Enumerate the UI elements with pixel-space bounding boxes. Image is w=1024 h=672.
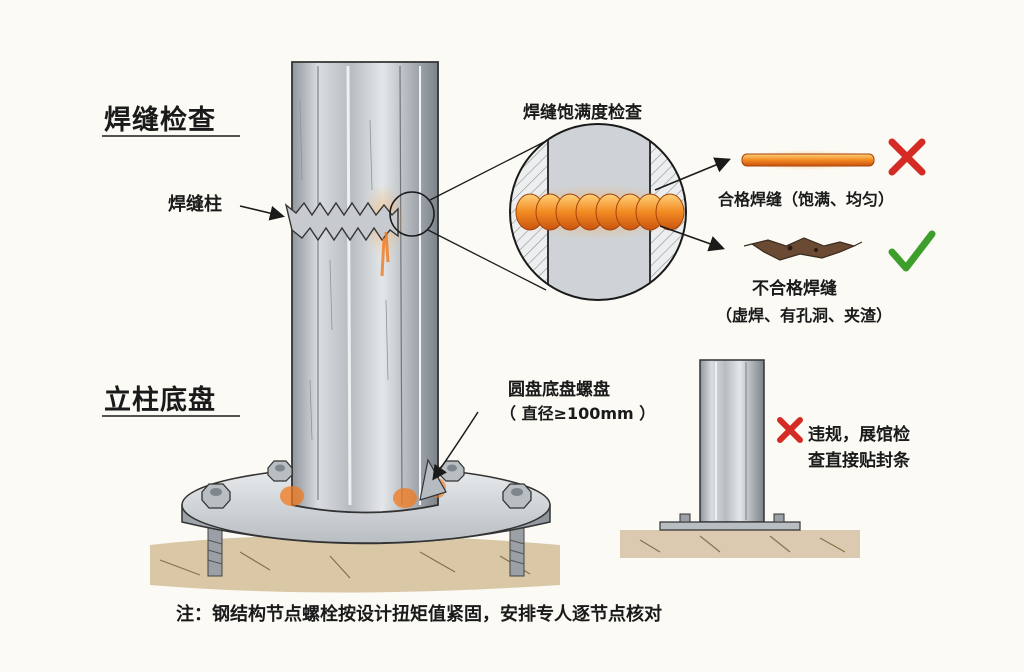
violation-inset bbox=[659, 359, 801, 531]
lens-arrows bbox=[654, 157, 731, 252]
plate-diameter-label: （ 直径≥100mm ） bbox=[500, 404, 656, 423]
qualified-weld-label: 合格焊缝（饱满、均匀） bbox=[718, 190, 895, 209]
weld-check-heading: 焊缝检查 bbox=[104, 105, 216, 136]
steel-column bbox=[291, 61, 439, 514]
weld-column-arrow bbox=[239, 205, 285, 221]
bottom-note: 注：钢结构节点螺栓按设计扭矩值紧固，安排专人逐节点核对 bbox=[176, 604, 662, 625]
cross-icon bbox=[888, 138, 926, 176]
base-plate bbox=[181, 466, 551, 545]
magnifier-connector bbox=[389, 139, 549, 291]
unqualified-weld-detail: （虚焊、有孔洞、夹渣） bbox=[716, 306, 893, 325]
weld-fullness-check-label: 焊缝饱满度检查 bbox=[523, 103, 642, 123]
weld-column-label: 焊缝柱 bbox=[168, 194, 222, 215]
ground-soil bbox=[150, 530, 860, 593]
base-plate-heading: 立柱底盘 bbox=[104, 385, 216, 416]
plate-pointer-arrow bbox=[432, 411, 479, 481]
unqualified-weld-label: 不合格焊缝 bbox=[752, 279, 837, 299]
violation-label-line1: 违规，展馆检 bbox=[808, 425, 910, 445]
cross-icon bbox=[777, 417, 803, 443]
violation-label-line2: 查直接贴封条 bbox=[808, 451, 910, 471]
anchor-bolts bbox=[207, 527, 525, 577]
check-icon bbox=[888, 230, 936, 272]
qualified-weld-sample bbox=[738, 150, 878, 170]
zoom-lens bbox=[509, 123, 687, 301]
column-weld-seam bbox=[284, 184, 406, 277]
unqualified-weld-sample bbox=[743, 237, 863, 261]
plate-title-label: 圆盘底盘螺盘 bbox=[508, 380, 610, 400]
